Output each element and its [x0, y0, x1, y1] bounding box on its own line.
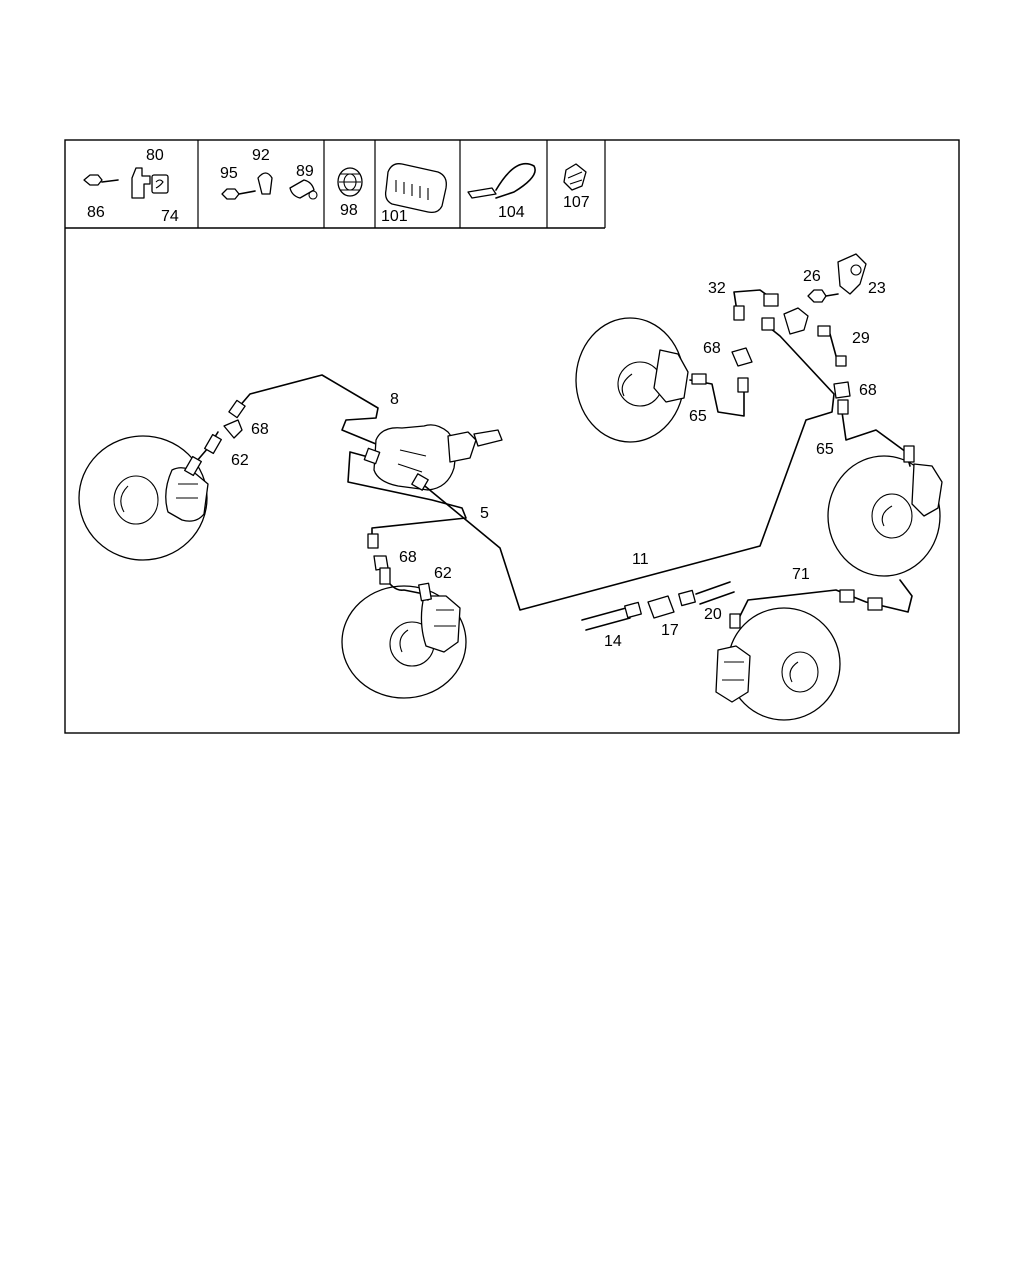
label-92: 92	[252, 147, 270, 164]
spring-clip-icon	[563, 163, 587, 191]
callout-32: 32	[708, 280, 726, 297]
callout-14: 14	[604, 633, 622, 650]
front-right-brake-disc	[341, 585, 467, 699]
rear-right-lower-caliper	[715, 645, 751, 703]
rear-right-lower-brake-disc	[715, 607, 841, 721]
t-fitting	[783, 307, 809, 335]
callout-23: 23	[868, 280, 886, 297]
label-95: 95	[220, 165, 238, 182]
screw-icon	[221, 188, 240, 200]
cell-1-parts	[83, 167, 169, 199]
callout-20: 20	[704, 606, 722, 623]
hose-clip-68-front-left	[223, 419, 243, 439]
label-98: 98	[340, 202, 358, 219]
clip-nut-icon	[151, 174, 169, 194]
rear-right-caliper	[911, 463, 943, 517]
brake-pipe-14	[581, 607, 627, 621]
callout-11: 11	[632, 551, 649, 568]
callout-65-rear-left: 65	[689, 408, 707, 425]
header-strip	[65, 140, 606, 229]
rear-left-hose-65	[689, 347, 753, 417]
front-left-hose	[184, 419, 243, 477]
brake-pipe-11	[419, 327, 835, 611]
clip-bracket-icon	[131, 167, 151, 199]
cell-6-parts	[563, 163, 587, 191]
hose-clip-68-rear-left	[731, 347, 753, 367]
callout-26: 26	[803, 268, 821, 285]
callout-17: 17	[661, 622, 679, 639]
bolt-26	[807, 289, 827, 303]
sleeve-icon	[289, 179, 315, 199]
label-101: 101	[381, 208, 408, 225]
master-cylinder	[373, 424, 503, 491]
brake-pipe-8	[237, 374, 379, 445]
pipe-clip-icon	[257, 172, 273, 195]
front-right-caliper	[420, 595, 461, 653]
label-107: 107	[563, 194, 590, 211]
callout-68-rear-right: 68	[859, 382, 877, 399]
pipe-connector-assembly	[581, 581, 735, 631]
diagram-frame	[64, 139, 960, 734]
callout-29: 29	[852, 330, 870, 347]
callout-5: 5	[480, 505, 489, 522]
label-80: 80	[146, 147, 164, 164]
rear-right-brake-disc	[827, 455, 943, 577]
brake-pipe-71	[737, 579, 913, 621]
front-right-hose	[373, 555, 432, 602]
hex-bolt-icon	[83, 174, 103, 186]
cell-4-parts	[384, 163, 447, 214]
front-left-brake-disc	[78, 435, 209, 561]
cell-2-parts	[221, 172, 318, 200]
damper-block-icon	[384, 163, 447, 214]
cell-5-parts	[467, 162, 536, 199]
rear-left-brake-disc	[575, 317, 689, 443]
callout-8: 8	[390, 391, 399, 408]
cell-3-parts	[337, 167, 363, 197]
label-104: 104	[498, 204, 525, 221]
callout-71: 71	[792, 566, 810, 583]
callout-62-front-left: 62	[231, 452, 249, 469]
bracket-23	[837, 253, 867, 295]
label-89: 89	[296, 163, 314, 180]
connector-17	[647, 595, 675, 619]
callout-68-front-right: 68	[399, 549, 417, 566]
rear-distributor	[733, 253, 867, 367]
brake-pipe-20	[695, 581, 731, 595]
cable-tie-icon	[467, 187, 497, 199]
callout-65-rear-right: 65	[816, 441, 834, 458]
callout-68-front-left: 68	[251, 421, 269, 438]
label-74: 74	[161, 208, 179, 225]
hose-clip-68-rear-right	[833, 381, 851, 399]
rear-left-caliper	[653, 349, 689, 403]
rear-right-hose-65	[833, 381, 915, 467]
callout-62-front-right: 62	[434, 565, 452, 582]
callout-68-rear-left: 68	[703, 340, 721, 357]
label-86: 86	[87, 204, 105, 221]
